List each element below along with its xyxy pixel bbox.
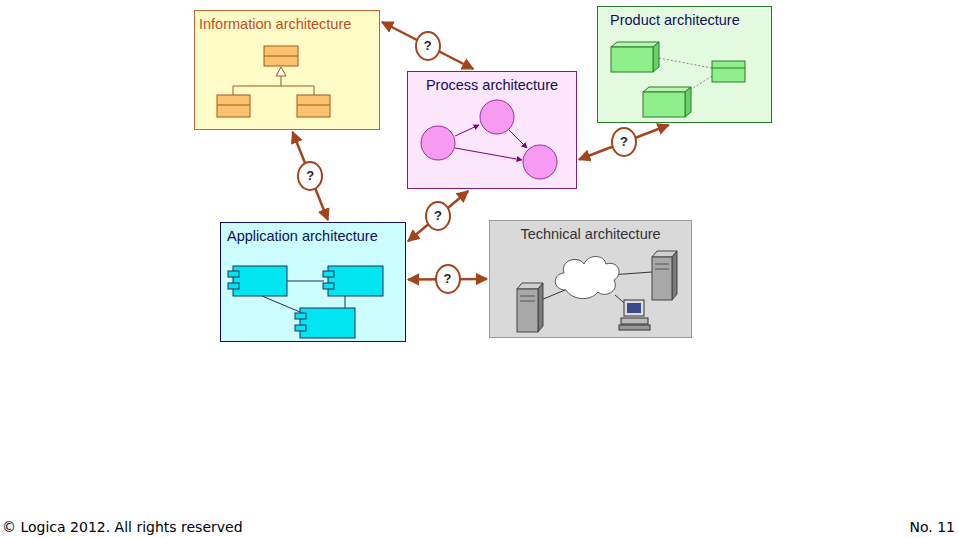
page-number: No. 11: [909, 519, 955, 535]
network-illustration: [517, 251, 677, 332]
product-blocks-icon: [611, 42, 745, 117]
relation-arrow: [408, 191, 468, 241]
question-mark: ?: [425, 201, 451, 231]
box-title: Technical architecture: [520, 225, 660, 243]
class-diagram-icon: [217, 46, 330, 117]
box-title: Process architecture: [426, 76, 558, 94]
copyright-note: © Logica 2012. All rights reserved: [2, 519, 243, 535]
question-mark: ?: [415, 31, 441, 61]
box-title: Information architecture: [199, 15, 351, 33]
relation-arrow: [293, 132, 328, 220]
box-title: Product architecture: [610, 11, 740, 29]
box-title: Application architecture: [227, 227, 378, 245]
relation-arrow: [382, 22, 473, 69]
relation-arrow: [579, 125, 669, 160]
question-mark: ?: [611, 127, 637, 157]
question-mark: ?: [297, 161, 323, 191]
process-flow-icon: [421, 100, 557, 179]
question-mark: ?: [435, 264, 461, 294]
component-icons: [228, 266, 383, 338]
